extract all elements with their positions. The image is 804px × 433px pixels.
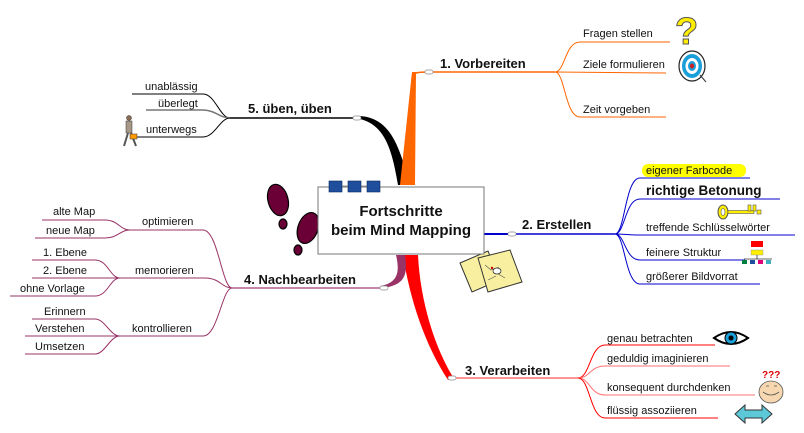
center-node[interactable]: Fortschritte beim Mind Mapping [317,180,485,255]
branch-erstellen [512,177,795,285]
svg-text:???: ??? [762,370,780,381]
item-zeit-vorgeben[interactable]: Zeit vorgeben [583,104,650,116]
branch-label-vorbereiten[interactable]: 1. Vorbereiten [440,56,526,71]
branch-connector [379,285,389,291]
branch-label-ueben[interactable]: 5. üben, üben [248,101,332,116]
org-chart-icon [742,241,772,264]
item-verstehen[interactable]: Verstehen [35,323,85,335]
question-mark-icon: ? [675,11,699,54]
item-ziele-formulieren[interactable]: Ziele formulieren [583,59,665,71]
branch-connector [447,375,457,381]
group-optimieren[interactable]: optimieren [142,216,193,228]
item-1-ebene[interactable]: 1. Ebene [43,247,87,259]
item-eigener-farbcode[interactable]: eigener Farbcode [646,165,732,177]
item-fragen-stellen[interactable]: Fragen stellen [583,28,653,40]
center-square-1 [328,180,343,193]
key-icon [717,204,762,220]
item-feinere-struktur[interactable]: feinere Struktur [646,247,722,259]
highlight-farbcode [642,164,746,177]
branch-connector [507,231,517,237]
branch-trunk-vorbereiten [400,72,416,185]
item-genau-betrachten[interactable]: genau betrachten [607,333,693,345]
branch-connector [352,115,362,121]
item-neue-map[interactable]: neue Map [46,225,95,237]
item-2-ebene[interactable]: 2. Ebene [43,265,87,277]
walking-man-icon [123,115,138,147]
branch-trunk-ueben [355,116,410,185]
item-umsetzen[interactable]: Umsetzen [35,341,85,353]
center-square-2 [347,180,362,193]
item-unterwegs[interactable]: unterwegs [146,124,197,136]
thinking-head-icon: ??? [758,370,784,404]
branch-trunk-verarbeiten [403,255,455,380]
center-square-3 [366,180,381,193]
branch-label-verarbeiten[interactable]: 3. Verarbeiten [465,363,550,378]
branch-trunk-nachbearbeiten [380,255,406,288]
item-konsequent-durchdenken[interactable]: konsequent durchdenken [607,382,731,394]
item-richtige-betonung[interactable]: richtige Betonung [646,183,762,198]
branch-label-nachbearbeiten[interactable]: 4. Nachbearbeiten [244,272,356,287]
item-unablaessig[interactable]: unablässig [145,81,198,93]
group-memorieren[interactable]: memorieren [135,265,194,277]
item-ueberlegt[interactable]: überlegt [158,98,198,110]
svg-text:?: ? [675,11,698,53]
center-title-line2: beim Mind Mapping [331,222,471,239]
branch-label-erstellen[interactable]: 2. Erstellen [522,217,591,232]
item-erinnern[interactable]: Erinnern [44,306,86,318]
target-icon [678,50,707,83]
maps-icon [459,249,523,293]
item-fluessig-assoziieren[interactable]: flüssig assoziieren [607,405,697,417]
item-geduldig-imaginieren[interactable]: geduldig imaginieren [607,353,709,365]
branch-nachbearbeiten [10,219,383,355]
item-groesserer-bildvorrat[interactable]: größerer Bildvorrat [646,271,738,283]
footprints-icon [266,183,320,256]
branch-connector [424,69,434,75]
branch-ueben [132,93,357,138]
item-alte-map[interactable]: alte Map [53,206,95,218]
item-treffende-schluesselwoerter[interactable]: treffende Schlüsselwörter [646,222,770,234]
group-kontrollieren[interactable]: kontrollieren [132,323,192,335]
item-ohne-vorlage[interactable]: ohne Vorlage [20,283,85,295]
double-arrow-icon [734,403,773,425]
eye-icon [712,331,750,345]
branch-verarbeiten [448,344,755,419]
center-title-line1: Fortschritte [359,203,442,220]
